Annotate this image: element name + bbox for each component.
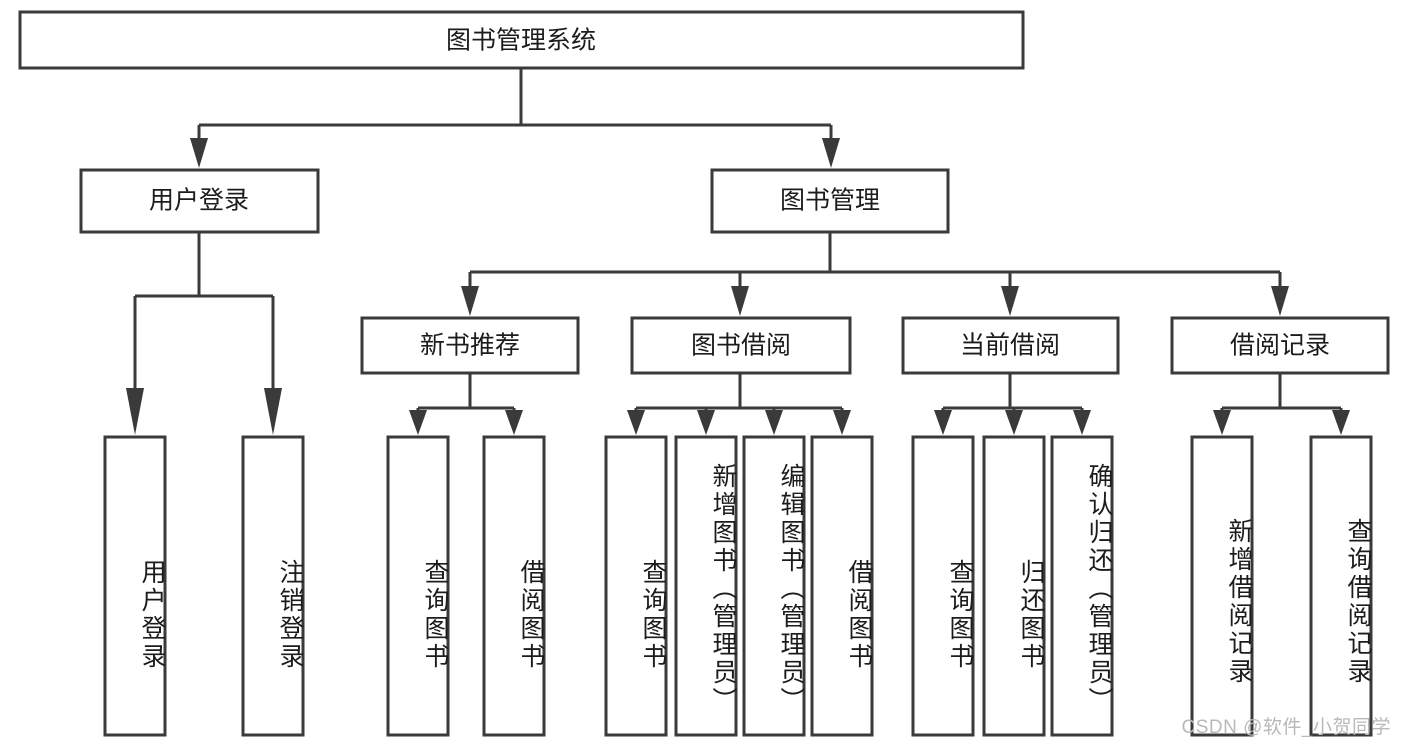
node-current-borrow-label: 当前借阅 [960,332,1060,360]
leaf-borrow-book-1-box[interactable] [482,435,546,737]
node-book-borrow[interactable]: 图书借阅 [630,316,852,375]
arrow-cb-to-leaf-confirm-return-icon [1073,410,1091,435]
arrow-nbr-to-leaf-query-book-icon [409,410,427,435]
arrow-bm-to-book-borrow-icon [731,286,749,316]
csdn-watermark: CSDN @软件_小贺同学 [1181,717,1391,738]
node-book-borrow-box[interactable] [630,316,852,375]
connector-group-book-borrow [627,373,851,435]
connector-group-user-login [126,232,282,435]
leaf-query-book-2-box[interactable] [604,435,668,737]
node-book-borrow-label: 图书借阅 [691,332,791,360]
leaf-logout-box[interactable] [241,435,305,737]
arrow-bb-to-leaf-query-book-icon [627,410,645,435]
leaf-edit-book-box[interactable] [742,435,806,737]
leaf-return-book-box[interactable] [982,435,1046,737]
connector-group-root [190,68,840,168]
arrow-bb-to-leaf-edit-book-icon [765,410,783,435]
node-book-manage-box[interactable] [710,168,950,234]
leaf-user-login-box[interactable] [103,435,167,737]
node-user-login-box[interactable] [79,168,320,234]
node-new-book-recommend-box[interactable] [360,316,580,375]
node-new-book-recommend[interactable]: 新书推荐 [360,316,580,375]
arrow-br-to-leaf-add-record-icon [1213,410,1231,435]
leaf-query-book-3-box[interactable] [911,435,975,737]
node-borrow-record-label: 借阅记录 [1230,332,1330,360]
arrow-bm-to-new-book-recommend-icon [461,286,479,316]
arrow-cb-to-leaf-query-book-icon [934,410,952,435]
node-new-book-recommend-label: 新书推荐 [420,332,520,360]
connector-group-new-book-recommend [409,373,523,435]
node-book-manage-label: 图书管理 [780,187,880,215]
node-current-borrow[interactable]: 当前借阅 [901,316,1120,375]
leaf-query-book-1-box[interactable] [386,435,450,737]
leaf-box-group [103,435,1373,737]
arrow-nbr-to-leaf-borrow-book-icon [505,410,523,435]
node-borrow-record[interactable]: 借阅记录 [1170,316,1390,375]
node-user-login[interactable]: 用户登录 [79,168,320,234]
arrow-bb-to-leaf-borrow-book-icon [833,410,851,435]
arrow-br-to-leaf-query-record-icon [1332,410,1350,435]
connector-group-current-borrow [934,373,1091,435]
arrow-bb-to-leaf-add-book-icon [697,410,715,435]
node-root-label: 图书管理系统 [446,27,596,55]
node-user-login-label: 用户登录 [149,187,249,215]
connector-group-book-manage [461,232,1289,316]
leaf-borrow-book-2-box[interactable] [810,435,874,737]
node-borrow-record-box[interactable] [1170,316,1390,375]
arrow-root-to-user-login-icon [190,138,208,168]
connector-group-borrow-record [1213,373,1350,435]
arrow-cb-to-leaf-return-book-icon [1005,410,1023,435]
node-current-borrow-box[interactable] [901,316,1120,375]
arrow-bm-to-borrow-record-icon [1271,286,1289,316]
leaf-query-record-box[interactable] [1309,435,1373,737]
node-book-manage[interactable]: 图书管理 [710,168,950,234]
node-root-box[interactable] [18,10,1025,70]
arrow-ul-to-leaf-logout-icon [264,388,282,435]
node-root[interactable]: 图书管理系统 [18,10,1025,70]
arrow-root-to-book-manage-icon [822,138,840,168]
leaf-add-book-box[interactable] [674,435,738,737]
arrow-ul-to-leaf-user-login-icon [126,388,144,435]
arrow-bm-to-current-borrow-icon [1001,286,1019,316]
leaf-confirm-return-box[interactable] [1050,435,1114,737]
leaf-add-record-box[interactable] [1190,435,1254,737]
